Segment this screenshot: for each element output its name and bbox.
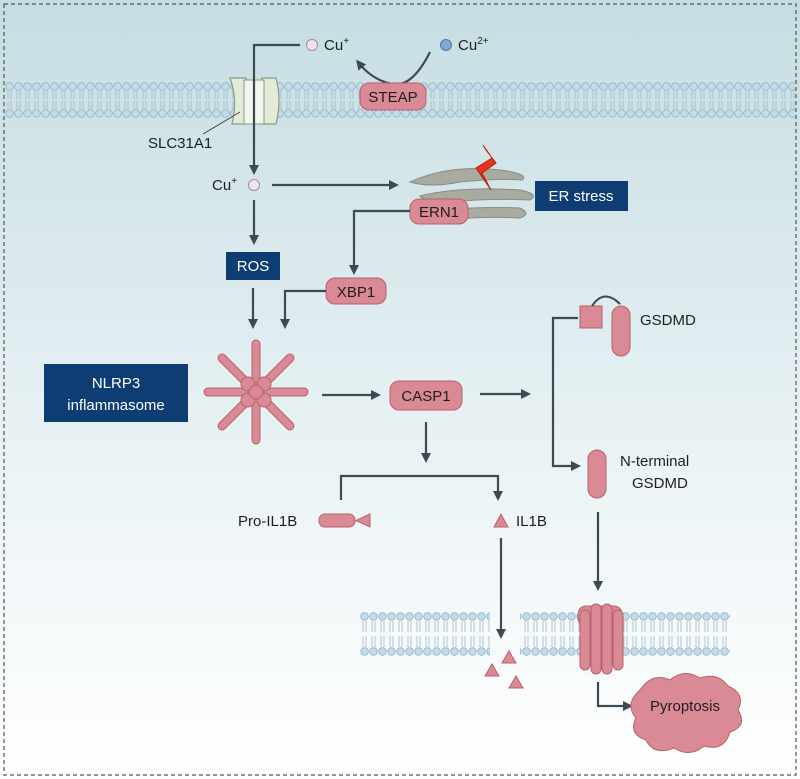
pore-icon bbox=[577, 603, 624, 675]
er-icon bbox=[408, 168, 534, 221]
n-terminal-label-line2: GSDMD bbox=[632, 475, 688, 492]
ern1-to-xbp1-arrow bbox=[349, 209, 410, 275]
il1b-released-icon bbox=[484, 650, 524, 689]
gsdmd-cleavage-arrow bbox=[551, 316, 581, 471]
pore-to-pyroptosis-arrow bbox=[596, 682, 633, 711]
xbp1-label: XBP1 bbox=[337, 284, 375, 301]
il1b-label: IL1B bbox=[516, 513, 547, 530]
steap-label: STEAP bbox=[368, 89, 417, 106]
copper-ion-icon bbox=[440, 39, 452, 51]
ros-label: ROS bbox=[237, 258, 270, 275]
cu-plus-cyto-label: Cu+ bbox=[212, 176, 237, 194]
nlrp3-label-line1: NLRP3 bbox=[92, 375, 140, 392]
ros-box bbox=[226, 252, 280, 280]
n-terminal-label-line1: N-terminal bbox=[620, 453, 689, 470]
er-stress-label: ER stress bbox=[548, 188, 613, 205]
slc31a1-leader bbox=[202, 111, 241, 135]
er-stress-box bbox=[535, 181, 628, 211]
pro-il1b-icon bbox=[318, 513, 356, 528]
slc31a1-label: SLC31A1 bbox=[148, 135, 212, 152]
ern1-label: ERN1 bbox=[419, 204, 459, 221]
nlrp3-box bbox=[44, 364, 188, 422]
pro-il1b-label: Pro-IL1B bbox=[238, 513, 297, 530]
cell-membrane-bottom-right bbox=[520, 612, 730, 656]
gsdmd-icon bbox=[579, 295, 631, 357]
il1b-icon bbox=[493, 512, 509, 528]
xbp1-to-nlrp3-arrow bbox=[280, 289, 326, 329]
cu-import-arrow bbox=[249, 43, 300, 175]
dashed-border bbox=[3, 3, 797, 776]
casp1-node bbox=[389, 380, 463, 411]
cell-blob-icon bbox=[630, 673, 743, 753]
copper-ion-icon bbox=[306, 39, 318, 51]
inflammasome-icon bbox=[203, 339, 309, 445]
n-terminal-gsdmd-icon bbox=[587, 449, 607, 499]
cu-2plus-label: Cu2+ bbox=[458, 36, 489, 54]
cell-membrane-bottom-left bbox=[360, 612, 490, 656]
pro-il1b-cleavage-arrow bbox=[339, 474, 503, 501]
steap-node bbox=[359, 82, 427, 111]
pro-il1b-tip-icon bbox=[354, 513, 371, 528]
casp1-label: CASP1 bbox=[401, 388, 450, 405]
copper-ion-icon bbox=[248, 179, 260, 191]
gsdmd-label: GSDMD bbox=[640, 312, 696, 329]
pyroptosis-label: Pyroptosis bbox=[650, 698, 720, 715]
lightning-bolt-icon bbox=[475, 144, 497, 191]
nlrp3-label-line2: inflammasome bbox=[67, 397, 165, 414]
cu-plus-top-label: Cu+ bbox=[324, 36, 349, 54]
